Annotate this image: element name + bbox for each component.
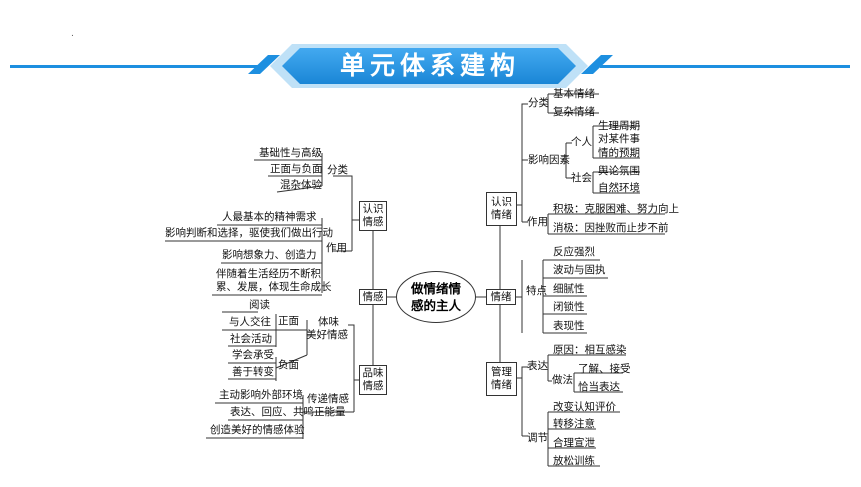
right-zuofa: 做法 [552,374,573,386]
right-tiaojie-item-1: 改变认知评价 [553,401,616,413]
left-zuoyong-item-4: 伴随着生活经历不断积 [216,268,321,280]
right-fenlei: 分类 [528,97,549,109]
node-renshi-qingxu-label: 认识情绪 [491,196,512,221]
left-shehui: 社会活动 [230,333,272,345]
node-qingxu: 情绪 [486,289,516,305]
right-jiji: 积极：克服困难、努力向上 [553,203,679,215]
left-zhengmian: 正面 [278,315,299,327]
right-liaojie: 了解、接受 [578,363,631,375]
node-qinggan: 情感 [359,289,387,305]
left-fenlei-label: 分类 [327,164,348,176]
left-zuoyong-item-5: 累、发展，体现生命成长 [216,281,332,293]
right-tiaojie-item-2: 转移注意 [553,418,595,430]
left-fumian: 负面 [278,359,299,371]
right-dui-1: 对某件事 [598,133,640,145]
left-fenlei-item-1: 基础性与高级 [259,147,322,159]
right-tedian-item-3: 细腻性 [553,283,585,295]
node-guanli-qingxu: 管理情绪 [486,362,517,396]
center-label: 做情绪情感的主人 [410,281,461,313]
right-tedian-item-1: 反应强烈 [553,246,595,258]
right-tedian: 特点 [526,285,547,297]
banner-title: 单元体系建构 [339,51,520,80]
left-zuoyong-item-2: 影响判断和选择，驱使我们做出行动 [165,227,333,239]
left-chuandi-2: 正能量 [314,406,346,418]
right-qiadang: 恰当表达 [578,381,620,393]
left-shanyu: 善于转变 [232,366,274,378]
left-zhudong: 主动影响外部环境 [219,389,303,401]
right-shehui: 社会 [571,172,592,184]
left-tiwei-2: 美好情感 [306,329,348,341]
right-zuoyong: 作用 [527,216,548,228]
right-dui-2: 情的预期 [598,147,640,159]
right-geren: 个人 [571,136,592,148]
right-jiben: 基本情绪 [553,88,595,100]
left-yu-ren: 与人交往 [229,316,271,328]
banner-left-wing [248,55,280,74]
right-yuanyin: 原因：相互感染 [553,344,627,356]
node-pinwei-qinggan: 品味情感 [359,365,387,395]
node-guanli-qingxu-label: 管理情绪 [491,366,512,391]
node-renshi-qinggan-label: 认识情感 [362,203,384,228]
left-chuandi-1: 传递情感 [307,393,349,405]
banner-left-stripe [10,65,260,68]
left-biaoda: 表达、回应、共鸣 [230,406,314,418]
right-xiaoji: 消极：因挫败而止步不前 [553,222,669,234]
node-renshi-qinggan: 认识情感 [359,201,387,231]
left-chuangzao: 创造美好的情感体验 [210,424,305,436]
right-tedian-item-2: 波动与固执 [553,264,606,276]
left-tiwei-1: 体味 [318,316,339,328]
left-xuehui: 学会承受 [232,349,274,361]
left-fenlei-item-3: 混杂体验 [280,179,322,191]
right-ziran: 自然环境 [598,182,640,194]
left-zuoyong-item-1: 人最基本的精神需求 [222,211,317,223]
left-fenlei-item-2: 正面与负面 [270,163,323,175]
node-qingxu-label: 情绪 [490,291,512,303]
corner-dot: . [71,29,74,39]
banner-shape-inner [282,48,576,84]
node-pinwei-qinggan-label: 品味情感 [362,367,384,392]
left-zuoyong-label: 作用 [326,242,347,254]
left-yuedu: 阅读 [249,299,270,311]
node-renshi-qingxu: 认识情绪 [486,192,517,226]
left-zuoyong-item-3: 影响想象力、创造力 [222,249,317,261]
right-tiaojie: 调节 [527,432,548,444]
node-qinggan-label: 情感 [362,291,384,303]
right-yulun: 舆论氛围 [598,165,640,177]
right-tiaojie-item-4: 放松训练 [553,455,595,467]
right-tiaojie-item-3: 合理宣泄 [553,437,595,449]
right-tedian-item-4: 闭锁性 [553,301,585,313]
right-yingxiang: 影响因素 [528,154,570,166]
banner-right-stripe [600,65,850,68]
right-fuza: 复杂情绪 [553,106,595,118]
unit-banner [10,44,850,88]
right-biaoda: 表达 [527,360,548,372]
banner-right-wing [581,55,613,74]
right-tedian-item-5: 表现性 [553,320,585,332]
right-shenli: 生理周期 [598,120,640,132]
center-node: 做情绪情感的主人 [396,271,476,323]
